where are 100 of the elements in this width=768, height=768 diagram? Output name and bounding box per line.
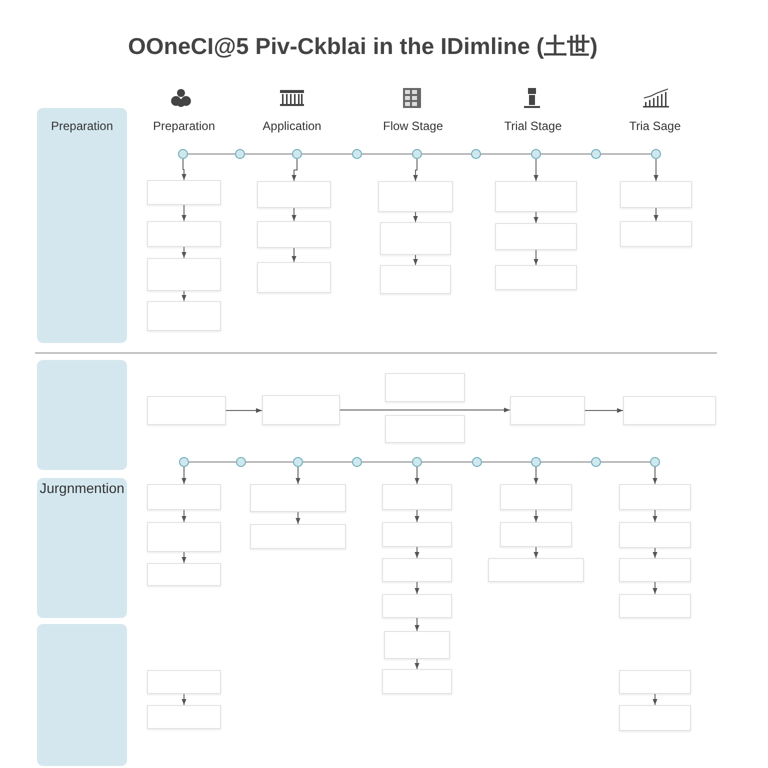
timeline-dot: [471, 149, 481, 159]
arrow: [182, 204, 186, 222]
process-box: [147, 301, 221, 331]
process-box: [382, 669, 452, 694]
arrow: [296, 512, 300, 524]
arrow: [413, 212, 418, 222]
arrow: [534, 250, 538, 266]
arrow: [534, 158, 538, 182]
column-heading: Trial Stage: [504, 119, 562, 133]
arrow: [182, 694, 186, 706]
timeline-dot: [591, 457, 601, 467]
timeline-dot: [352, 457, 362, 467]
process-box: [619, 484, 691, 510]
side-panel: [37, 108, 127, 343]
arrow: [652, 582, 658, 594]
arrow: [182, 552, 186, 564]
process-box: [250, 524, 346, 549]
side-panel: [37, 478, 127, 618]
timeline-dot: [293, 457, 303, 467]
process-box: [495, 181, 577, 212]
process-box: [620, 181, 692, 208]
arrow: [292, 248, 296, 262]
arrow: [654, 208, 658, 222]
process-box: [382, 594, 452, 618]
process-box: [619, 670, 691, 694]
process-box: [382, 558, 452, 582]
process-box: [495, 265, 577, 290]
arrow: [292, 208, 296, 222]
arrow: [340, 408, 510, 412]
timeline-dot: [591, 149, 601, 159]
process-box: [488, 558, 584, 582]
process-box: [619, 705, 691, 731]
arrow: [652, 466, 658, 484]
arrow: [534, 510, 538, 522]
process-box: [147, 563, 221, 586]
process-box: [620, 221, 692, 247]
process-box: [382, 522, 452, 547]
column-heading: Preparation: [152, 119, 216, 133]
arrow: [414, 658, 420, 670]
process-box: [147, 484, 221, 510]
process-box: [384, 631, 450, 659]
column-heading: Flow Stage: [382, 119, 444, 133]
arrow: [652, 548, 658, 558]
process-box: [510, 396, 585, 425]
arrow: [414, 466, 420, 484]
process-box: [257, 221, 331, 248]
arrow: [182, 158, 186, 180]
process-box: [250, 484, 346, 512]
process-box: [619, 594, 691, 618]
column-heading: Application: [262, 119, 322, 133]
process-box: [385, 415, 465, 443]
process-box: [147, 705, 221, 729]
side-panel: [37, 360, 127, 470]
timeline-dot: [178, 149, 188, 159]
arrow: [413, 158, 418, 182]
arrow: [534, 212, 538, 224]
process-box: [380, 265, 451, 294]
arrow: [584, 408, 624, 413]
arrow: [414, 582, 420, 594]
process-box: [619, 558, 691, 582]
diagram-title: OOneCI@5 Piv-Ckblai in the IDimline (土世): [128, 32, 598, 61]
process-box: [500, 522, 572, 547]
arrow: [413, 254, 418, 266]
arrow: [414, 546, 420, 558]
process-box: [147, 396, 226, 425]
arrow: [534, 466, 538, 484]
process-box: [385, 373, 465, 402]
timeline-dot: [531, 457, 541, 467]
arrow: [414, 510, 420, 522]
timeline-dot: [235, 149, 245, 159]
timeline-dot: [352, 149, 362, 159]
timeline-dot: [412, 149, 422, 159]
panel-heading: Jurgnmention: [38, 480, 126, 496]
process-box: [147, 522, 221, 552]
arrow: [652, 510, 658, 522]
timeline-dot: [531, 149, 541, 159]
process-box: [495, 223, 577, 250]
process-box: [262, 395, 340, 425]
process-box: [623, 396, 716, 425]
arrow: [182, 510, 186, 522]
side-panel: [37, 624, 127, 766]
process-box: [380, 222, 451, 255]
process-box: [257, 181, 331, 208]
process-box: [378, 181, 453, 212]
arrow: [182, 466, 186, 484]
arrow: [296, 466, 300, 484]
arrow: [652, 694, 658, 706]
timeline-dot: [179, 457, 189, 467]
timeline-dot: [651, 149, 661, 159]
process-box: [619, 522, 691, 548]
arrow: [534, 546, 538, 558]
process-box: [500, 484, 572, 510]
process-box: [147, 258, 221, 291]
timeline-dot: [292, 149, 302, 159]
timeline-dot: [472, 457, 482, 467]
timeline-dot: [236, 457, 246, 467]
arrow: [182, 246, 186, 258]
arrow: [182, 290, 186, 302]
timeline-dot: [412, 457, 422, 467]
panel-heading: Preparation: [50, 119, 114, 133]
